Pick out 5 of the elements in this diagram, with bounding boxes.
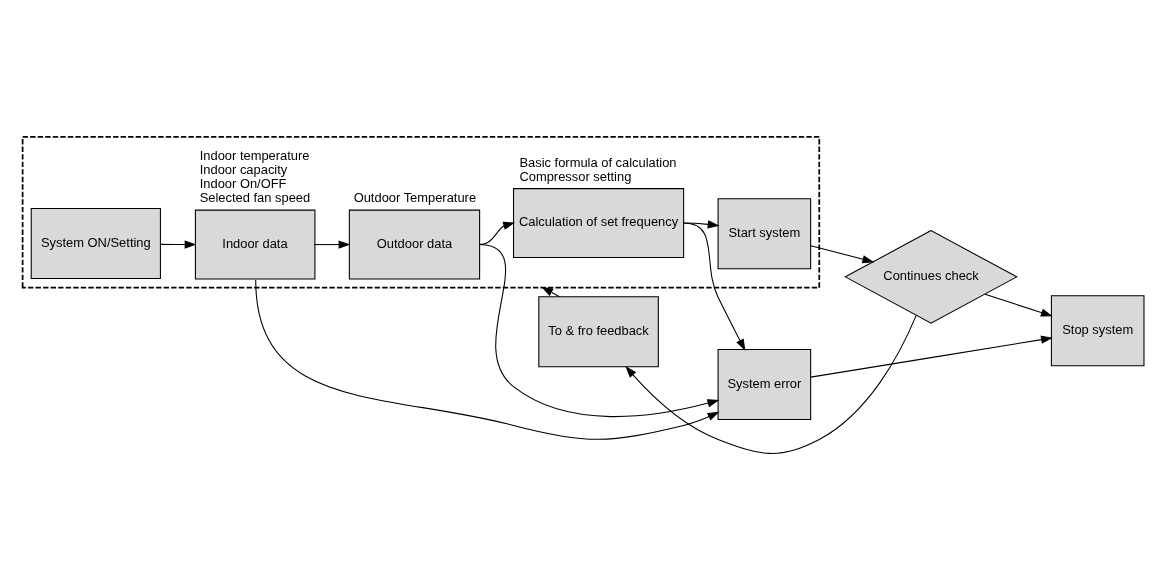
node-label: Indoor temperature	[199, 147, 310, 163]
node-label: Compressor setting	[519, 168, 632, 184]
node-label: Outdoor Temperature	[353, 189, 477, 205]
node-label: Basic formula of calculation	[519, 154, 677, 170]
node-label: Selected fan speed	[199, 189, 311, 205]
